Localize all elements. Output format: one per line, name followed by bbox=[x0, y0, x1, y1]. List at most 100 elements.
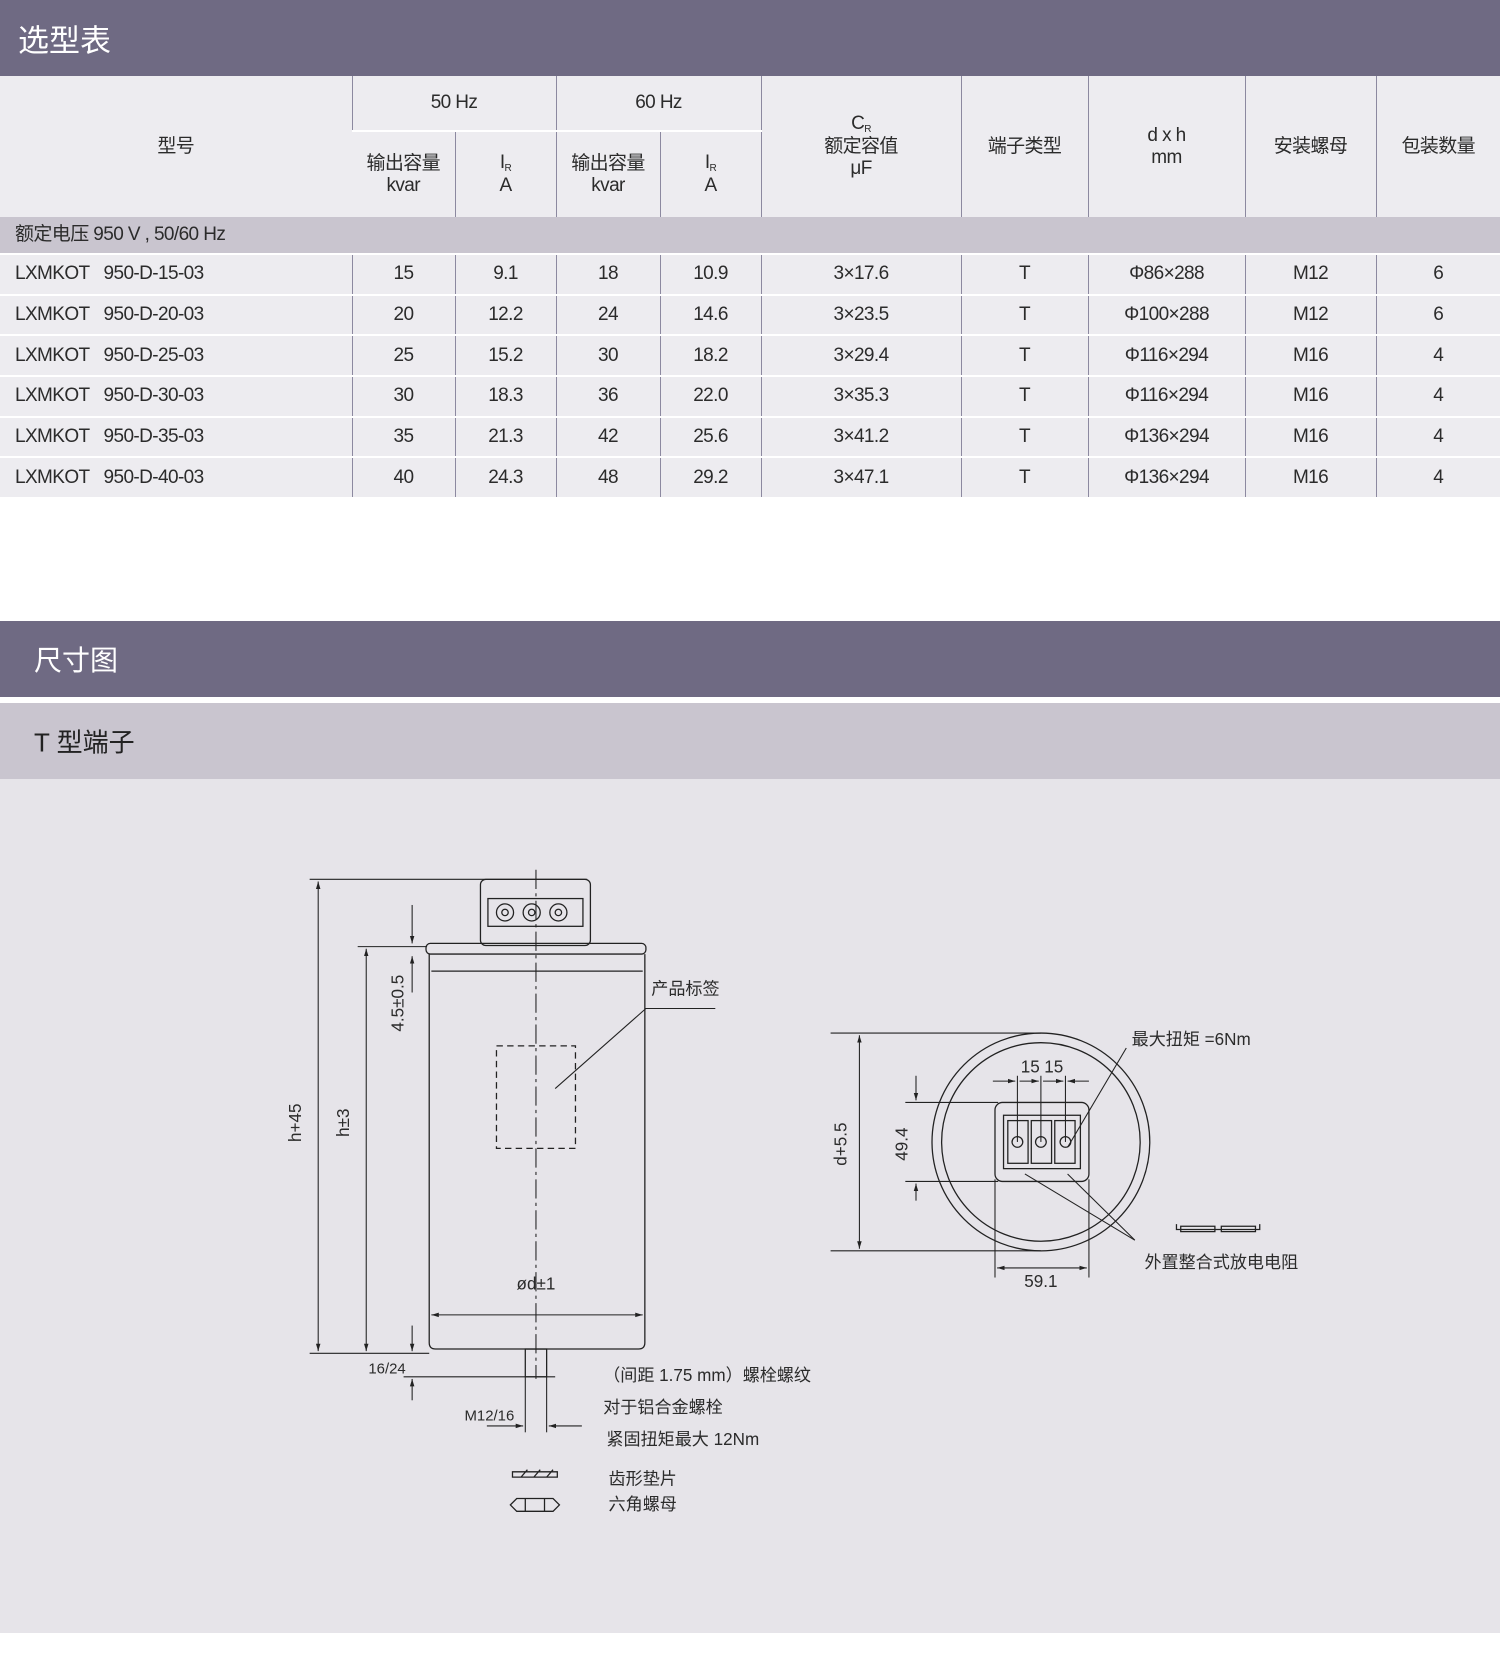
terminal-type-header: T 型端子 bbox=[0, 703, 1500, 779]
dim-h-plus-45: h+45 bbox=[286, 1104, 305, 1142]
note-alloy-bolt: 对于铝合金螺栓 bbox=[603, 1398, 723, 1417]
model-prefix: LXMKOT bbox=[15, 466, 90, 488]
cell-kvar60: 30 bbox=[555, 334, 661, 377]
cell-ir50: 15.2 bbox=[454, 334, 557, 377]
cell-ir50: 24.3 bbox=[454, 456, 557, 498]
selection-table-header: 选型表 bbox=[0, 0, 1500, 76]
cell-ir60: 29.2 bbox=[659, 456, 762, 498]
cell-cr: 3×23.5 bbox=[760, 293, 962, 336]
tooth-washer-icon bbox=[511, 1469, 558, 1478]
model-code: 950-D-40-03 bbox=[103, 466, 205, 488]
model-prefix: LXMKOT bbox=[15, 304, 90, 326]
dimensions-header: 尺寸图 bbox=[0, 621, 1500, 697]
dim-stud: M12/16 bbox=[464, 1408, 514, 1425]
header-model: 型号 bbox=[157, 135, 195, 157]
hex-nut-icon bbox=[509, 1497, 561, 1512]
cell-cr: 3×17.6 bbox=[760, 253, 962, 295]
cell-ir60: 14.6 bbox=[659, 293, 762, 336]
cell-ir60: 25.6 bbox=[659, 415, 762, 458]
cell-kvar50: 30 bbox=[351, 375, 455, 417]
cell-kvar60: 42 bbox=[555, 415, 661, 458]
label-tag-text: 产品标签 bbox=[651, 980, 719, 999]
cell-pack: 6 bbox=[1375, 253, 1500, 295]
model-code: 950-D-20-03 bbox=[103, 304, 205, 326]
cell-ir60: 18.2 bbox=[659, 334, 762, 377]
cell-cr: 3×35.3 bbox=[760, 375, 962, 417]
cell-terminal: T bbox=[960, 375, 1089, 417]
dim-width-59: 59.1 bbox=[1024, 1272, 1057, 1291]
header-60hz: 60 Hz bbox=[555, 76, 762, 131]
header-nut: 安装螺母 bbox=[1244, 76, 1377, 217]
cell-model: LXMKOT 950-D-20-03 bbox=[0, 293, 352, 336]
header-50hz: 50 Hz bbox=[351, 76, 557, 131]
cell-cr: 3×41.2 bbox=[760, 415, 962, 458]
header-capacitance: CR 额定容值 μF bbox=[760, 76, 962, 217]
torque-label: 最大扭矩 =6Nm bbox=[1132, 1030, 1251, 1049]
header-terminal: 端子类型 bbox=[960, 76, 1089, 217]
cell-pack: 4 bbox=[1375, 375, 1500, 417]
model-prefix: LXMKOT bbox=[15, 344, 90, 366]
note-torque: 紧固扭矩最大 12Nm bbox=[606, 1430, 759, 1449]
cell-dxh: Φ86×288 bbox=[1087, 253, 1246, 295]
cell-model: LXMKOT 950-D-25-03 bbox=[0, 334, 352, 377]
cell-kvar50: 25 bbox=[351, 334, 455, 377]
cell-kvar60: 18 bbox=[555, 253, 661, 295]
cell-nut: M16 bbox=[1244, 415, 1377, 458]
nut-label: 六角螺母 bbox=[609, 1495, 677, 1514]
cell-nut: M12 bbox=[1244, 293, 1377, 336]
model-prefix: LXMKOT bbox=[15, 263, 90, 285]
cell-nut: M12 bbox=[1244, 253, 1377, 295]
cell-ir50: 21.3 bbox=[454, 415, 557, 458]
cell-pack: 4 bbox=[1375, 334, 1500, 377]
dim-height-49: 49.4 bbox=[892, 1127, 911, 1160]
cell-cr: 3×29.4 bbox=[760, 334, 962, 377]
drawing-svg: 产品标签 h+45 h±3 4.5±0.5 ød±1 16/24 M12/16 … bbox=[286, 869, 1298, 1514]
group-row-voltage: 额定电压 950 V , 50/60 Hz bbox=[0, 217, 1500, 254]
model-code: 950-D-25-03 bbox=[103, 344, 205, 366]
cell-cr: 3×47.1 bbox=[760, 456, 962, 498]
dim-outer: d+5.5 bbox=[832, 1122, 851, 1165]
cell-kvar60: 36 bbox=[555, 375, 661, 417]
model-code: 950-D-30-03 bbox=[103, 385, 205, 407]
dim-stud-length: 16/24 bbox=[368, 1361, 405, 1378]
model-prefix: LXMKOT bbox=[15, 426, 90, 448]
cell-kvar50: 40 bbox=[351, 456, 455, 498]
cell-terminal: T bbox=[960, 456, 1089, 498]
capacitor-top-view bbox=[931, 1032, 1151, 1252]
dim-diameter: ød±1 bbox=[517, 1274, 556, 1293]
cell-dxh: Φ116×294 bbox=[1087, 334, 1246, 377]
dimension-drawing: 产品标签 h+45 h±3 4.5±0.5 ød±1 16/24 M12/16 … bbox=[0, 779, 1500, 1633]
cell-ir50: 12.2 bbox=[454, 293, 557, 336]
cell-kvar50: 20 bbox=[351, 293, 455, 336]
cell-kvar60: 24 bbox=[555, 293, 661, 336]
model-code: 950-D-35-03 bbox=[103, 426, 205, 448]
cell-pack: 6 bbox=[1375, 293, 1500, 336]
cell-ir50: 18.3 bbox=[454, 375, 557, 417]
pitch-1: 15 bbox=[1021, 1058, 1040, 1077]
cell-ir50: 9.1 bbox=[454, 253, 557, 295]
resistor-label: 外置整合式放电电阻 bbox=[1144, 1253, 1298, 1272]
dimensions-title: 尺寸图 bbox=[34, 645, 119, 676]
cell-terminal: T bbox=[960, 334, 1089, 377]
dim-lid: 4.5±0.5 bbox=[389, 975, 408, 1032]
selection-table-title: 选型表 bbox=[18, 23, 111, 59]
cell-ir60: 22.0 bbox=[659, 375, 762, 417]
cell-pack: 4 bbox=[1375, 456, 1500, 498]
cell-model: LXMKOT 950-D-40-03 bbox=[0, 456, 352, 498]
note-thread: （间距 1.75 mm）螺栓螺纹 bbox=[603, 1366, 811, 1385]
header-pack: 包装数量 bbox=[1375, 76, 1500, 217]
capacitor-side-view bbox=[425, 869, 716, 1379]
cell-ir60: 10.9 bbox=[659, 253, 762, 295]
cell-nut: M16 bbox=[1244, 334, 1377, 377]
